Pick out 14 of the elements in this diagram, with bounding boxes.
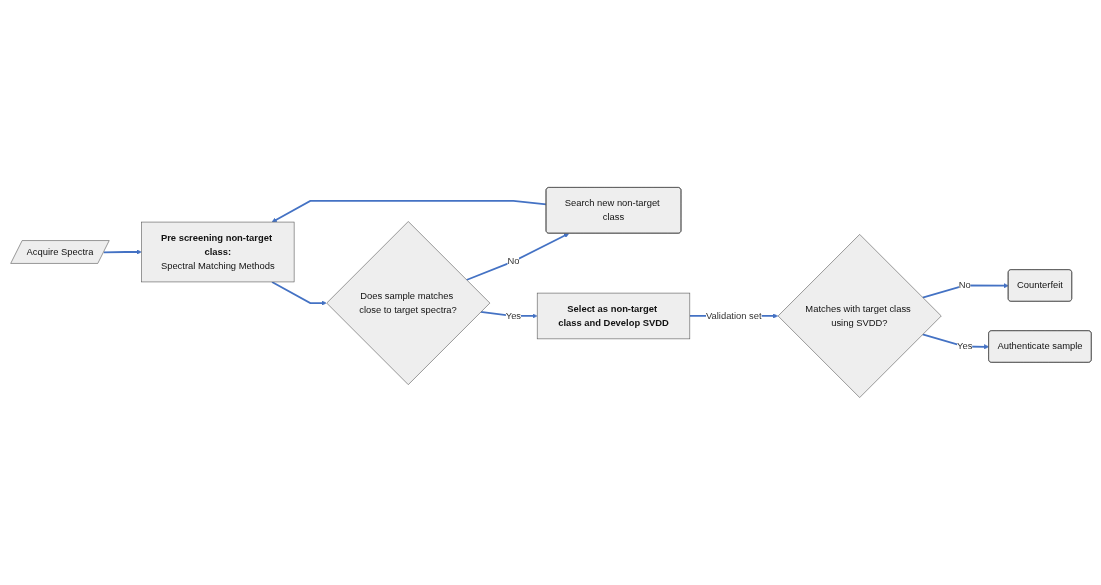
arrow bbox=[271, 200, 547, 223]
edge-label: No bbox=[506, 256, 519, 267]
edge-label: No bbox=[958, 280, 971, 291]
arrow bbox=[921, 283, 1009, 299]
arrow bbox=[270, 281, 327, 306]
arrow bbox=[465, 233, 569, 281]
node-diamond: Does sample matches close to target spectra? bbox=[325, 221, 490, 385]
node-diamond: Matches with target class using SVDD? bbox=[777, 234, 942, 398]
node-box: Select as non-target class and Develop SVDD bbox=[536, 292, 690, 340]
node-box: Pre screening non-target class: Spectral Matching Methods bbox=[140, 221, 294, 283]
edge-label: Yes bbox=[505, 310, 521, 321]
edge-label: Validation set bbox=[705, 310, 762, 321]
arrow bbox=[102, 249, 142, 255]
edge-label: Yes bbox=[956, 341, 972, 352]
